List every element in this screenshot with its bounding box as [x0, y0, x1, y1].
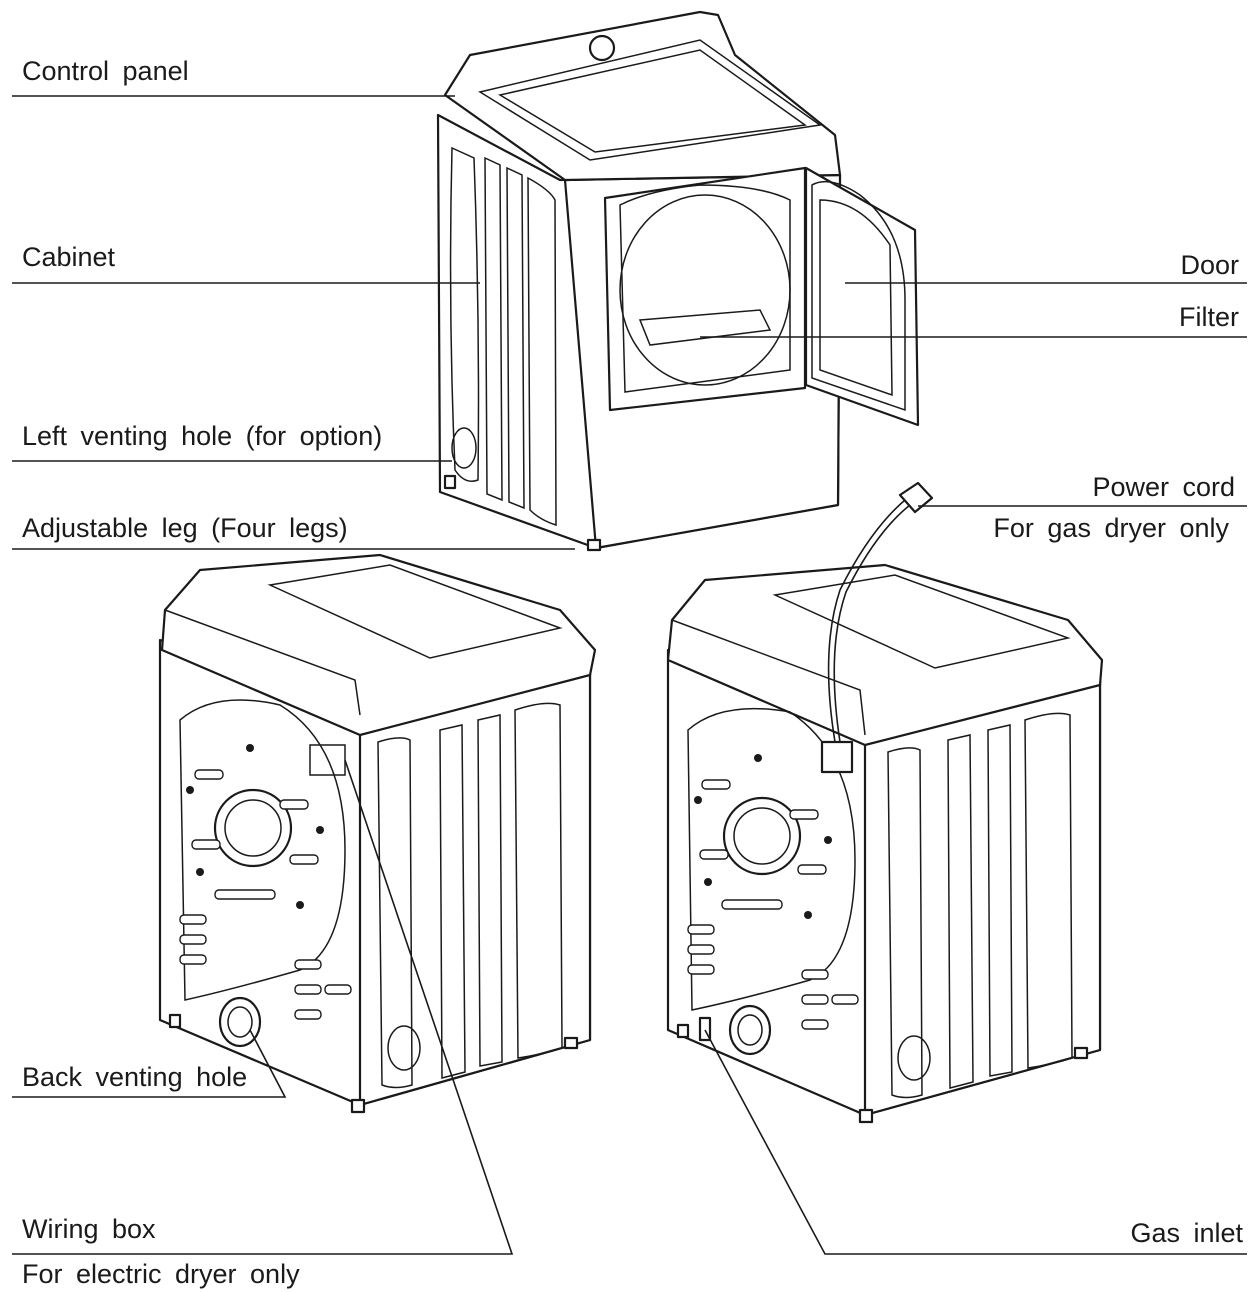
label-power-cord: Power cord	[1092, 472, 1235, 502]
label-power-cord-note: For gas dryer only	[993, 513, 1229, 543]
label-control-panel: Control panel	[22, 56, 189, 86]
label-wiring-box: Wiring box	[22, 1214, 156, 1244]
label-filter: Filter	[1179, 302, 1239, 332]
electric-dryer-back-drawing	[158, 553, 597, 1114]
label-cabinet: Cabinet	[22, 242, 116, 272]
label-left-venting-hole: Left venting hole (for option)	[22, 421, 383, 451]
leader-lines	[12, 95, 1247, 1255]
label-gas-inlet: Gas inlet	[1130, 1218, 1243, 1248]
gas-dryer-back-drawing	[666, 481, 1104, 1124]
label-back-venting-hole: Back venting hole	[22, 1062, 248, 1092]
label-wiring-box-note: For electric dryer only	[22, 1259, 300, 1289]
label-door: Door	[1180, 250, 1239, 280]
front-dryer-drawing	[436, 10, 920, 552]
label-adjustable-leg: Adjustable leg (Four legs)	[22, 513, 348, 543]
